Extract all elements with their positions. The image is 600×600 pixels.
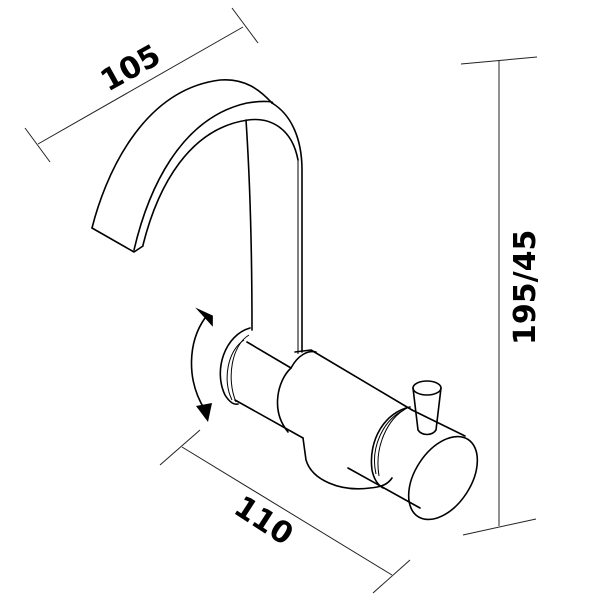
dimension-label-195-45: 195/45	[508, 230, 543, 345]
dimension-label-105: 105	[95, 38, 167, 99]
dimension-spout-reach	[24, 7, 259, 163]
faucet-spout	[91, 79, 303, 354]
faucet-lever-handle	[412, 380, 442, 436]
rotation-arrow-icon	[190, 307, 213, 422]
faucet-body	[219, 327, 479, 521]
dimension-height	[460, 56, 538, 536]
dimension-body-length	[159, 429, 411, 594]
dimension-label-110: 110	[228, 489, 300, 552]
